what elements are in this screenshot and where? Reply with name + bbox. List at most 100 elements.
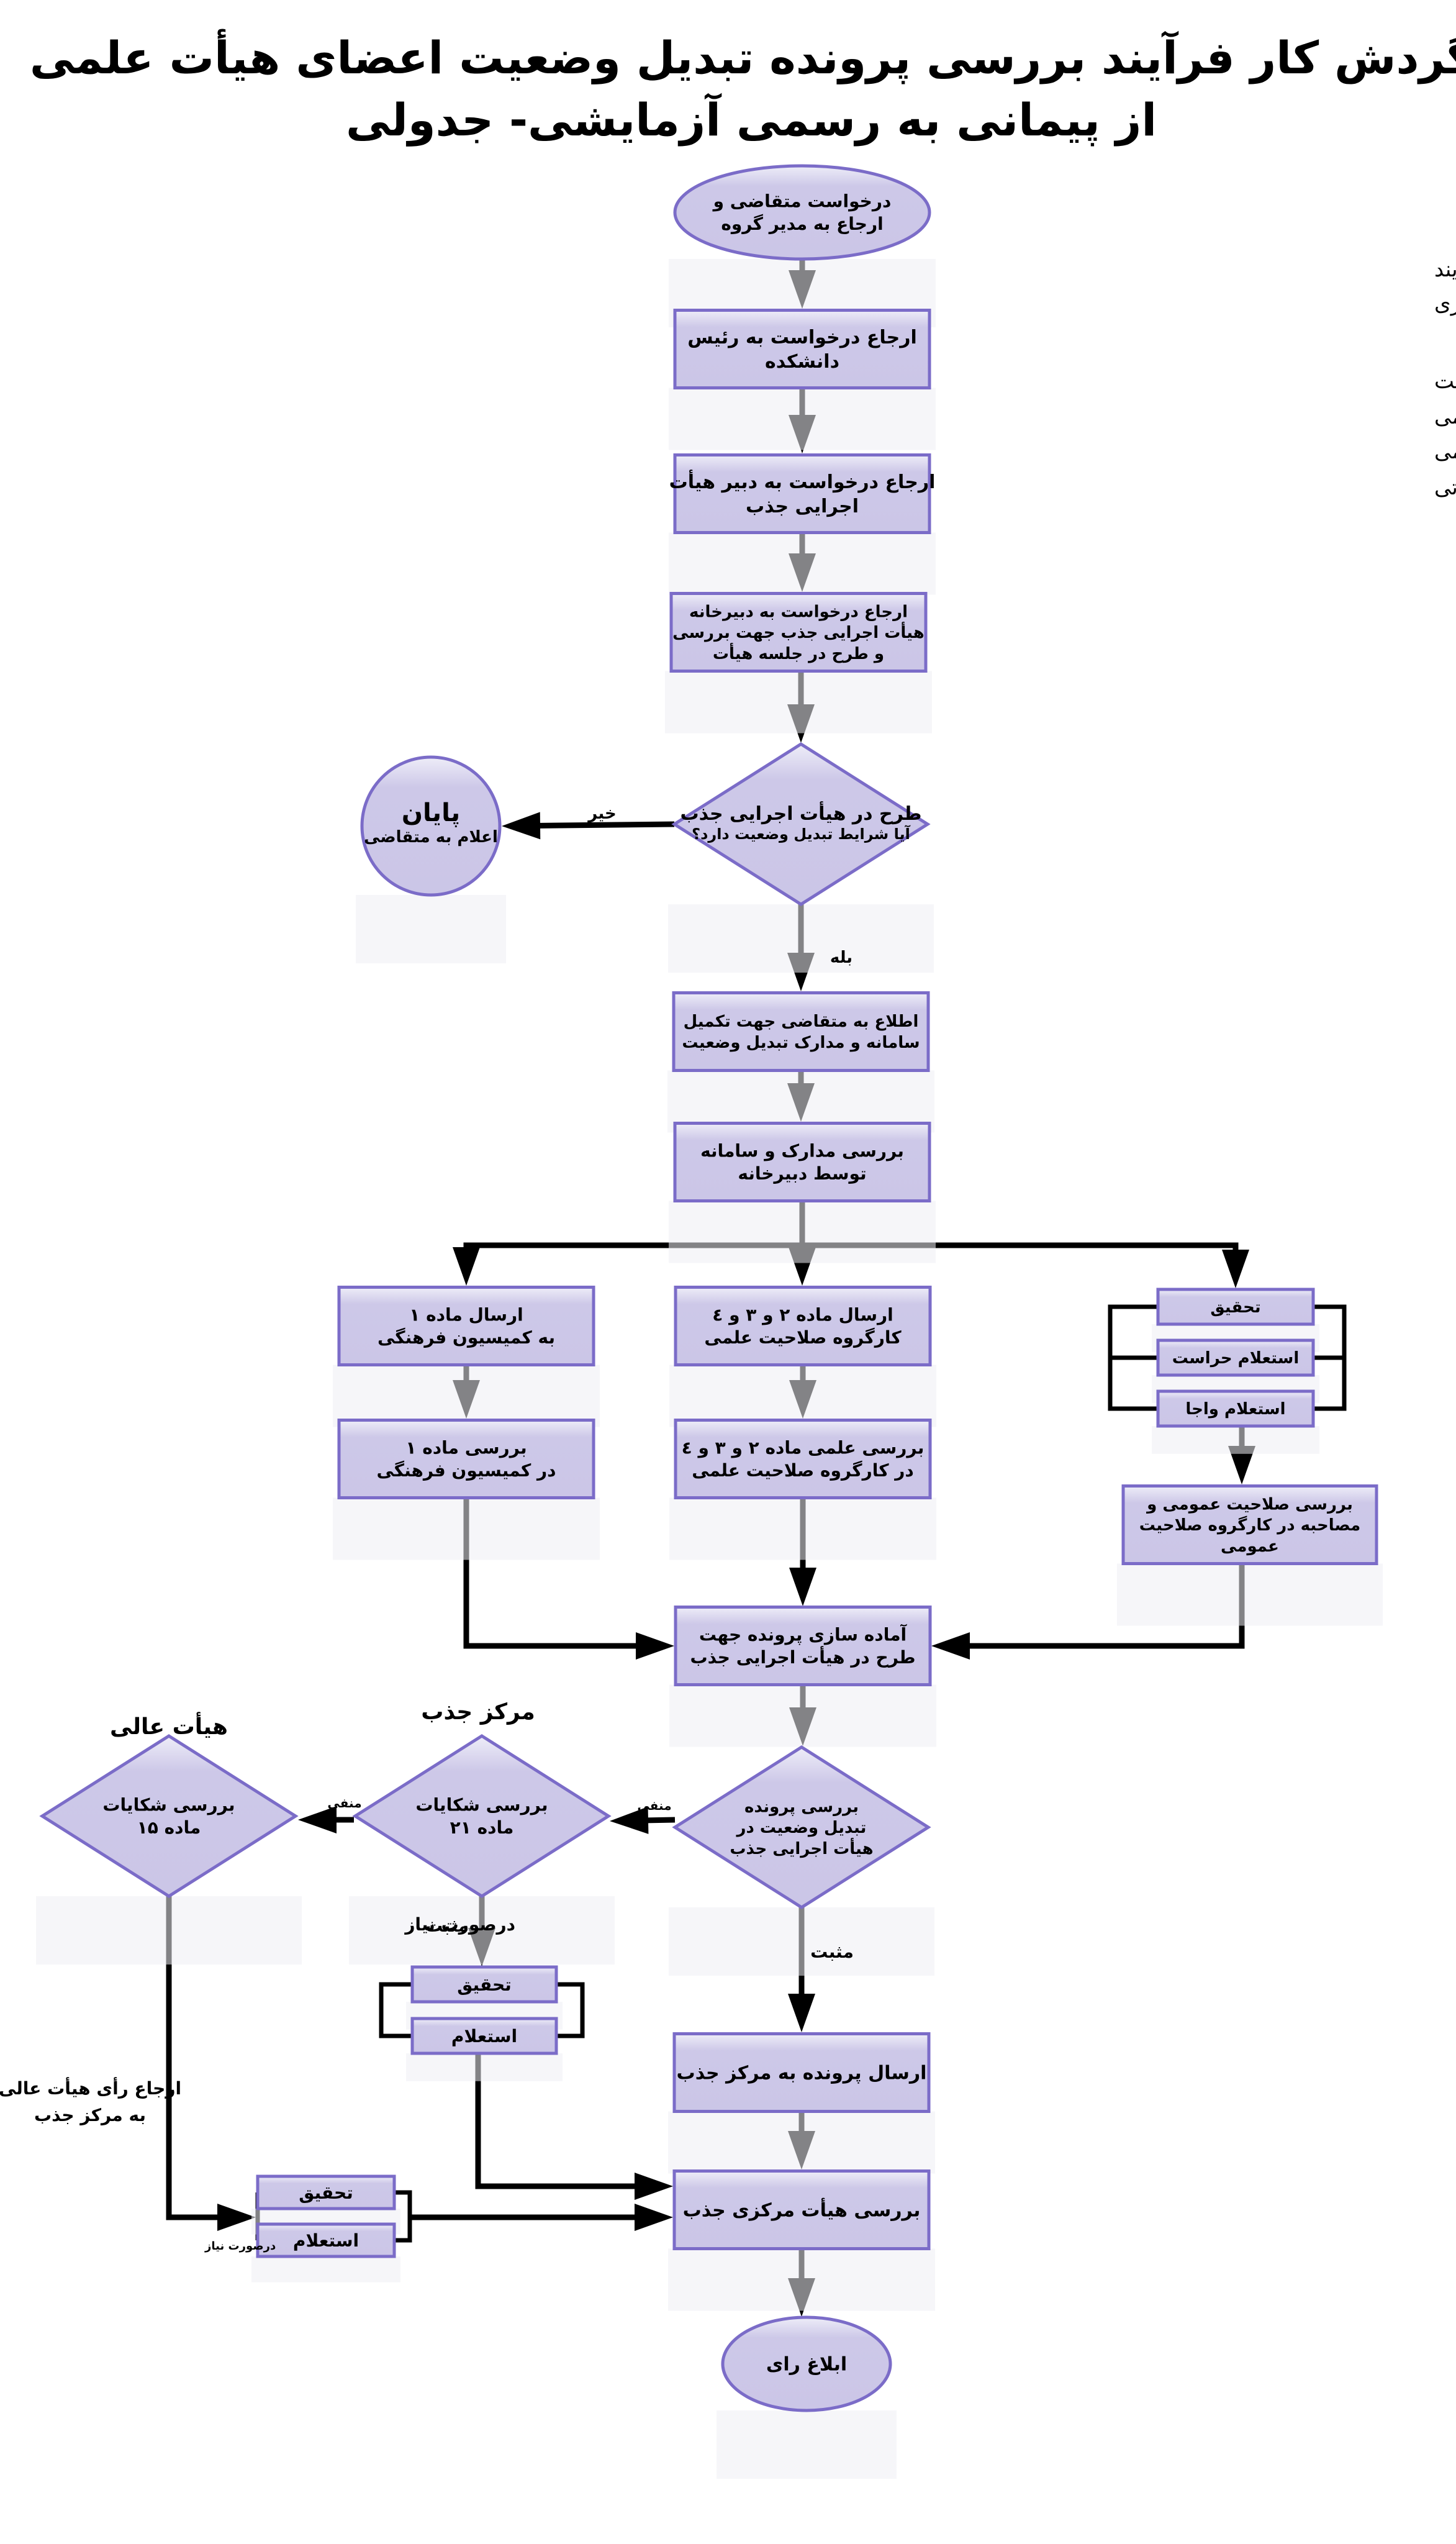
end-terminal-shape — [360, 755, 502, 897]
decision-eligibility-shape — [671, 742, 931, 906]
step-send-article234-label: کارگروه صلاحیت علمی — [704, 1327, 902, 1348]
step-general-competence-review-label: عمومی — [1221, 1537, 1279, 1556]
step-inquiry-3: استعلام — [251, 2222, 400, 2283]
edge-label-negative: منفی — [327, 1796, 361, 1810]
end-terminal-label: اعلام به متقاضی — [364, 828, 498, 847]
end-terminal-label: پایان — [402, 799, 460, 827]
step-send-to-center-label: ارسال پرونده به مرکز جذب — [677, 2063, 927, 2084]
step-refer-secretary-label: اجرایی جذب — [746, 496, 859, 517]
arrowhead-icon — [789, 1568, 816, 1606]
edge-label-if-needed: درصورت نیاز — [204, 2240, 276, 2253]
node-shadow — [669, 1907, 934, 1976]
edge-label-refer-high-board: به مرکز جذب — [34, 2105, 146, 2125]
step-refer-secretariat-label: و طرح در جلسه هیأت — [713, 643, 884, 663]
step-send-to-center-shape — [672, 2032, 931, 2113]
step-refer-dean: ارجاع درخواست به رئیس دانشکده — [669, 309, 936, 450]
section-label-recruitment-center: مرکز جذب — [421, 1699, 535, 1725]
decision-executive-board-shape — [672, 1745, 931, 1909]
step-review-article1-label: در کمیسیون فرهنگی — [376, 1460, 556, 1481]
edge-labels: خیر بله منفی منفی مثبت مثبت درصورت نیاز … — [0, 804, 854, 2253]
step-refer-dean-label: دانشکده — [765, 351, 839, 373]
step-security-inquiry: استعلام حراست — [1152, 1338, 1319, 1403]
node-shadow — [669, 1201, 936, 1263]
step-send-article1: ارسال ماده ۱به کمیسیون فرهنگی — [333, 1286, 600, 1427]
edge-line — [166, 1896, 231, 2220]
step-send-article234-shape — [674, 1286, 932, 1366]
step-send-article1-shape — [337, 1286, 595, 1366]
node-shadow — [333, 1365, 600, 1427]
bracket-right-group2 — [556, 1982, 585, 2038]
node-shadow — [717, 2410, 897, 2479]
bracket-left-group2 — [379, 1982, 412, 2038]
step-inquiry-2: استعلام — [406, 2017, 563, 2081]
step-vaja-inquiry-label: استعلام واجا — [1185, 1400, 1285, 1419]
start-terminal-label: ارجاع به مدیر گروه — [721, 214, 883, 234]
step-research-3-label: تحقیق — [299, 2183, 353, 2203]
step-inquiry-3-label: استعلام — [293, 2230, 359, 2251]
step-prepare-file-label: آماده سازی پرونده جهت — [699, 1624, 908, 1645]
node-shadow — [1117, 1563, 1383, 1626]
end-announce: ابلاغ رای — [717, 2315, 897, 2479]
decision-complaints-art21-label: ماده ۲۱ — [450, 1817, 514, 1838]
step-send-to-center: ارسال پرونده به مرکز جذب — [668, 2032, 935, 2174]
step-refer-secretary-label: ارجاع درخواست به دبیر هیأت — [669, 470, 936, 493]
arrowhead-icon — [788, 1994, 815, 2032]
page-title-line1: گردش کار فرآیند بررسی پرونده تبدیل وضعیت… — [30, 29, 1456, 84]
end-announce-label: ابلاغ رای — [766, 2354, 847, 2376]
decision-complaints-art15-shape — [39, 1734, 299, 1898]
arrowhead-icon — [1228, 1446, 1255, 1484]
step-review-article234-shape — [674, 1419, 932, 1499]
step-refer-secretary-shape — [673, 453, 931, 534]
step-research-3-shape — [256, 2174, 396, 2210]
approval-condition-item: – تأیید صلاحیت علمی — [1434, 402, 1456, 429]
arrowhead-icon — [610, 1806, 649, 1834]
edge-inquiry2-central — [475, 2053, 673, 2200]
node-shadow — [669, 1365, 936, 1427]
step-general-competence-review-label: مصاحبه در کارگروه صلاحیت — [1139, 1515, 1360, 1535]
node-shadow — [349, 1896, 615, 1965]
decision-executive-board-label: تبدیل وضعیت در — [736, 1819, 867, 1837]
edge-decision-no-end — [502, 812, 675, 840]
start-terminal-label: درخواست متقاضی و — [712, 191, 892, 212]
step-general-competence-review-label: بررسی صلاحیت عمومی و — [1146, 1495, 1353, 1514]
decision-complaints-art15-label: ماده ۱۵ — [137, 1817, 201, 1838]
step-research-shape — [1156, 1288, 1315, 1326]
step-send-article234-label: ارسال ماده ۲ و ۳ و ٤ — [712, 1305, 893, 1325]
arrowhead-icon — [502, 812, 541, 840]
arrowhead-icon — [635, 2173, 673, 2200]
decision-complaints-art21-label: بررسی شکایات — [415, 1795, 548, 1815]
approval-conditions-heading: شرایط لازم جهت تأیید تبدیل وضعیت — [1434, 366, 1456, 394]
node-shadow — [333, 1497, 600, 1560]
node-shadow — [669, 1684, 936, 1747]
start-terminal-shape — [673, 164, 931, 261]
node-shadow — [668, 2248, 935, 2311]
edge-line — [475, 2053, 648, 2189]
arrowhead-icon — [298, 1806, 337, 1833]
step-refer-secretariat-label: ارجاع درخواست به دبیرخانه — [689, 602, 908, 621]
step-review-article234-label: بررسی علمی ماده ۲ و ۳ و ٤ — [682, 1438, 925, 1458]
step-vaja-inquiry: استعلام واجا — [1152, 1389, 1319, 1454]
decision-executive-board-label: بررسی پرونده — [744, 1797, 859, 1816]
arrowhead-icon — [635, 2204, 673, 2231]
node-shadow — [1152, 1426, 1319, 1454]
node-shadow — [665, 671, 932, 734]
end-announce-shape — [721, 2315, 892, 2412]
edge-label-negative: منفی — [637, 1798, 671, 1813]
step-notify-applicant-label: سامانه و مدارک تبدیل وضعیت — [682, 1034, 920, 1052]
node-shadow — [406, 2053, 563, 2081]
decision-complaints-art15-label: بررسی شکایات — [102, 1795, 235, 1815]
edge-label-refer-high-board: ارجاع رأی هیأت عالی — [0, 2077, 181, 2099]
step-research-2-label: تحقیق — [457, 1974, 512, 1995]
step-refer-dean-shape — [673, 309, 931, 389]
step-inquiry-2-label: استعلام — [451, 2026, 517, 2047]
step-refer-dean-label: ارجاع درخواست به رئیس — [687, 327, 917, 348]
node-shadow — [669, 532, 936, 595]
